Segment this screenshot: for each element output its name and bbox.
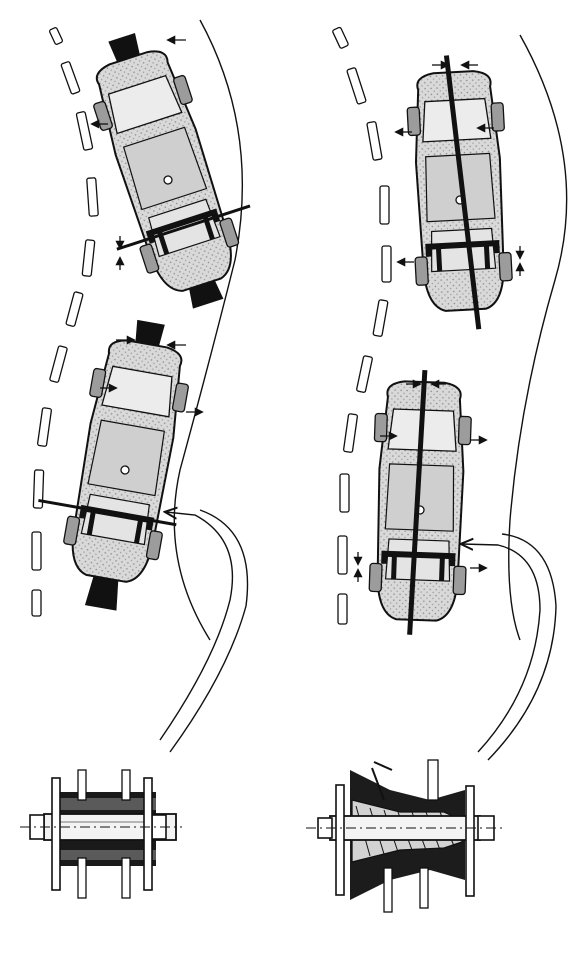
left-lane-markings xyxy=(31,27,99,617)
left-car-lower-arrows xyxy=(100,335,204,417)
right-car-lower-arrows xyxy=(353,379,488,582)
right-road xyxy=(332,26,568,641)
left-car-lower xyxy=(38,319,210,611)
right-car-lower xyxy=(368,369,473,635)
left-car-upper-arrows xyxy=(90,35,186,270)
left-force-arrow xyxy=(159,512,234,741)
right-lane-markings xyxy=(332,26,392,625)
right-bushing-detail xyxy=(306,759,506,913)
right-car-upper-arrows xyxy=(394,60,525,276)
left-bushing-detail xyxy=(20,769,182,899)
left-road xyxy=(31,19,244,641)
left-car-upper xyxy=(55,33,275,309)
right-car-upper xyxy=(404,55,514,330)
right-force-arrow xyxy=(462,544,541,753)
